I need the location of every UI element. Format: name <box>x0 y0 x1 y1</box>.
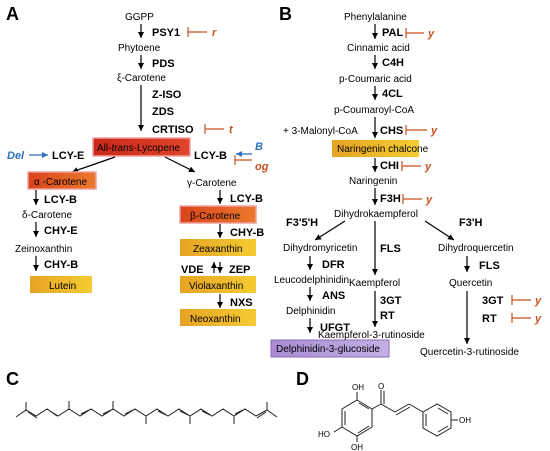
kaempferol-rutinoside-label: Kaempferol-3-rutinoside <box>318 330 425 341</box>
leucodelphinidin-label: Leucodelphinidin <box>274 275 349 286</box>
zep-enzyme: ZEP <box>229 264 250 276</box>
ho-left: HO <box>318 430 330 439</box>
quercetin-label: Quercetin <box>449 278 492 289</box>
zeaxanthin-box <box>180 239 256 256</box>
oh-right: OH <box>459 416 471 425</box>
carbonyl-o: O <box>378 382 384 391</box>
beta-carotene-box <box>179 205 257 224</box>
neoxanthin-box <box>180 309 256 326</box>
pal-mutant-y: y <box>427 28 435 40</box>
phytoene-label: Phytoene <box>118 43 161 54</box>
lcyb-enzyme-top: LCY-B <box>194 150 227 162</box>
naringenin-label: Naringenin <box>349 176 397 187</box>
lcyb-enzyme-left: LCY-B <box>44 194 77 206</box>
panel-label-b: B <box>279 4 292 24</box>
lycopene-to-gamma-arrow <box>164 156 196 173</box>
dhk-to-dhq-arrow <box>424 220 455 241</box>
nxs-enzyme: NXS <box>230 297 253 309</box>
f3h-enzyme: F3H <box>380 193 401 205</box>
lutein-label: Lutein <box>49 281 76 292</box>
malonyl-coa-label: + 3-Malonyl-CoA <box>283 126 358 137</box>
rt-enzyme-mid: RT <box>380 310 395 322</box>
fls-enzyme-right: FLS <box>479 260 500 272</box>
lycopene-to-alpha-arrow <box>71 156 116 173</box>
ans-enzyme: ANS <box>322 290 345 302</box>
chi-mutant-y: y <box>424 161 432 173</box>
lcyb-enzyme-right: LCY-B <box>230 193 263 205</box>
dhk-to-dhm-arrow <box>314 220 346 241</box>
quercetin-rutinoside-label: Quercetin-3-rutinoside <box>420 347 519 358</box>
pal-enzyme: PAL <box>382 27 403 39</box>
violaxanthin-box <box>180 276 256 293</box>
dihydromyricetin-label: Dihydromyricetin <box>283 243 357 254</box>
rt-mutant-y: y <box>534 313 542 325</box>
lcye-enzyme: LCY-E <box>52 150 84 162</box>
f3h-prime-enzyme: F3'H <box>459 217 482 229</box>
violaxanthin-label: Violaxanthin <box>189 281 243 292</box>
chye-enzyme: CHY-E <box>44 225 78 237</box>
lycopene-structure-branches <box>25 401 268 424</box>
delphinidin-label: Delphinidin <box>286 306 335 317</box>
beta-carotene-label: β-Carotene <box>190 211 241 222</box>
zeinoxanthin-label: Zeinoxanthin <box>15 244 72 255</box>
chs-mutant-y: y <box>430 125 438 137</box>
crtiso-enzyme: CRTISO <box>152 124 194 136</box>
lutein-box <box>30 276 92 293</box>
lycopene-label: All-trans-Lycopene <box>97 143 180 154</box>
dihydrokaempferol-label: Dihydrokaempferol <box>334 209 418 220</box>
alpha-carotene-box <box>27 171 97 190</box>
pds-enzyme: PDS <box>152 58 175 70</box>
dfr-enzyme: DFR <box>322 259 345 271</box>
del-mutant: Del <box>7 150 25 162</box>
vde-enzyme: VDE <box>181 264 204 276</box>
ufgt-enzyme: UFGT <box>320 322 350 334</box>
delta-carotene-label: δ-Carotene <box>22 210 72 221</box>
cinnamic-label: Cinnamic acid <box>347 43 410 54</box>
alpha-carotene-label: α -Carotene <box>34 177 87 188</box>
naringenin-chalcone-label: Naringenin chalcone <box>337 144 429 155</box>
naringenin-chalcone-box <box>332 140 419 157</box>
chs-enzyme: CHS <box>380 125 403 137</box>
chi-enzyme: CHI <box>380 160 399 172</box>
delphinidin-glucoside-label: Delphinidin-3-glucoside <box>276 344 380 355</box>
crtiso-mutant-t: t <box>229 124 234 136</box>
panel-label-d: D <box>296 369 309 389</box>
fls-enzyme: FLS <box>380 243 401 255</box>
3gt-enzyme-mid: 3GT <box>380 295 402 307</box>
ggpp-label: GGPP <box>125 12 154 23</box>
zeaxanthin-label: Zeaxanthin <box>193 244 242 255</box>
psy1-enzyme: PSY1 <box>152 27 180 39</box>
chyb-enzyme-left: CHY-B <box>44 259 78 271</box>
f35h-enzyme: F3'5'H <box>286 217 318 229</box>
panel-label-a: A <box>6 4 19 24</box>
naringenin-chalcone-structure <box>333 390 458 442</box>
panel-label-c: C <box>6 369 19 389</box>
phenylalanine-label: Phenylalanine <box>344 12 407 23</box>
zds-enzyme: ZDS <box>152 106 174 118</box>
og-mutant: og <box>255 161 269 173</box>
xi-carotene-label: ξ-Carotene <box>117 73 166 84</box>
neoxanthin-label: Neoxanthin <box>190 314 241 325</box>
oh-bottom: OH <box>351 443 363 451</box>
3gt-enzyme-right: 3GT <box>482 295 504 307</box>
4cl-enzyme: 4CL <box>382 88 403 100</box>
kaempferol-label: Kaempferol <box>349 278 400 289</box>
psy1-mutant-r: r <box>212 27 217 39</box>
ziso-enzyme: Z-ISO <box>152 89 182 101</box>
dihydroquercetin-label: Dihydroquercetin <box>438 243 514 254</box>
3gt-mutant-y: y <box>534 295 542 307</box>
c4h-enzyme: C4H <box>382 57 404 69</box>
delphinidin-glucoside-box <box>270 339 390 358</box>
oh-top: OH <box>352 383 364 392</box>
gamma-carotene-label: γ-Carotene <box>187 178 237 189</box>
lycopene-box <box>92 137 191 157</box>
b-mutant: B <box>255 141 263 153</box>
chyb-enzyme-right: CHY-B <box>230 227 264 239</box>
rt-enzyme-right: RT <box>482 313 497 325</box>
f3h-mutant-y: y <box>425 194 433 206</box>
coumaric-label: p-Coumaric acid <box>339 74 412 85</box>
coumaroyl-coa-label: p-Coumaroyl-CoA <box>334 105 414 116</box>
